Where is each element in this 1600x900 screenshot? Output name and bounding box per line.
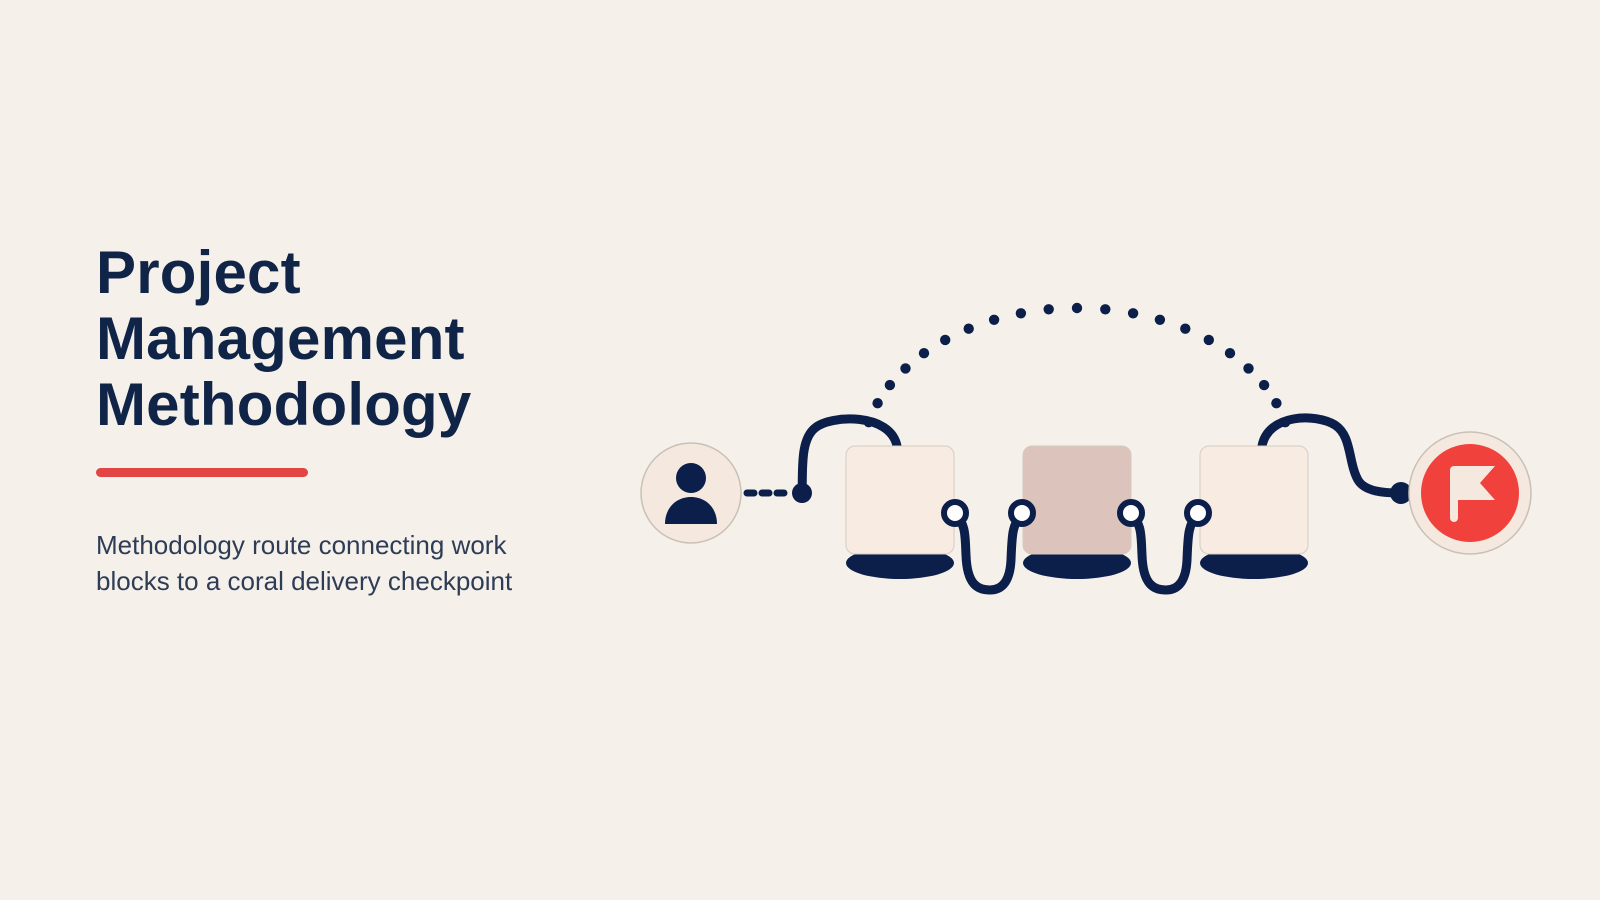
arc-dot <box>918 348 930 359</box>
connector-ring-3 <box>1117 499 1145 527</box>
route-dip-2 <box>1126 508 1203 595</box>
arc-dot <box>1015 308 1027 319</box>
flag-icon <box>1450 466 1495 522</box>
start-node <box>640 442 742 544</box>
text-column: Project Management Methodology Methodolo… <box>96 240 616 599</box>
work-block-2 <box>1022 445 1132 555</box>
work-block-1 <box>845 445 955 555</box>
title-line-3: Methodology <box>96 371 472 438</box>
arc-dot <box>1203 334 1215 346</box>
end-node <box>1408 431 1532 555</box>
person-icon <box>665 463 717 524</box>
connector-ring-4 <box>1184 499 1212 527</box>
connector-ring-2 <box>1008 499 1036 527</box>
route-right-hook <box>1257 413 1405 498</box>
block-shadows <box>846 547 1308 579</box>
arc-dot <box>884 379 896 391</box>
arc-dot <box>1154 314 1166 325</box>
accent-divider <box>96 468 308 477</box>
arc-dot <box>872 398 883 409</box>
arc-dot <box>900 363 911 374</box>
title-line-1: Project <box>96 239 301 306</box>
arc-dot <box>988 314 1000 325</box>
route-left-hook <box>797 414 902 498</box>
route-path <box>797 413 1405 595</box>
arc-dot <box>963 323 974 334</box>
arc-dot <box>1243 363 1254 374</box>
arc-dot <box>1180 323 1191 334</box>
subtitle: Methodology route connecting work blocks… <box>96 530 513 596</box>
route-dip-1 <box>950 508 1027 595</box>
arc-dot <box>1271 398 1282 409</box>
connector-ring-1 <box>941 499 969 527</box>
arc-dot <box>1224 348 1236 359</box>
page-title: Project Management Methodology <box>96 240 616 438</box>
arc-dot <box>1127 308 1139 319</box>
work-blocks <box>845 445 1309 555</box>
arc-dot <box>1100 304 1111 315</box>
connector-rings <box>941 499 1212 527</box>
block-shadow-3 <box>1200 547 1308 579</box>
route-dot-right <box>1390 482 1412 504</box>
work-block-3 <box>1199 445 1309 555</box>
block-shadow-1 <box>846 547 954 579</box>
arc-dot <box>1071 302 1083 314</box>
arc-dot <box>940 334 951 346</box>
dotted-arc <box>863 302 1291 428</box>
block-shadow-2 <box>1023 547 1131 579</box>
arc-dot <box>1043 304 1054 315</box>
title-line-2: Management <box>96 305 465 372</box>
arc-dot <box>1258 379 1270 391</box>
